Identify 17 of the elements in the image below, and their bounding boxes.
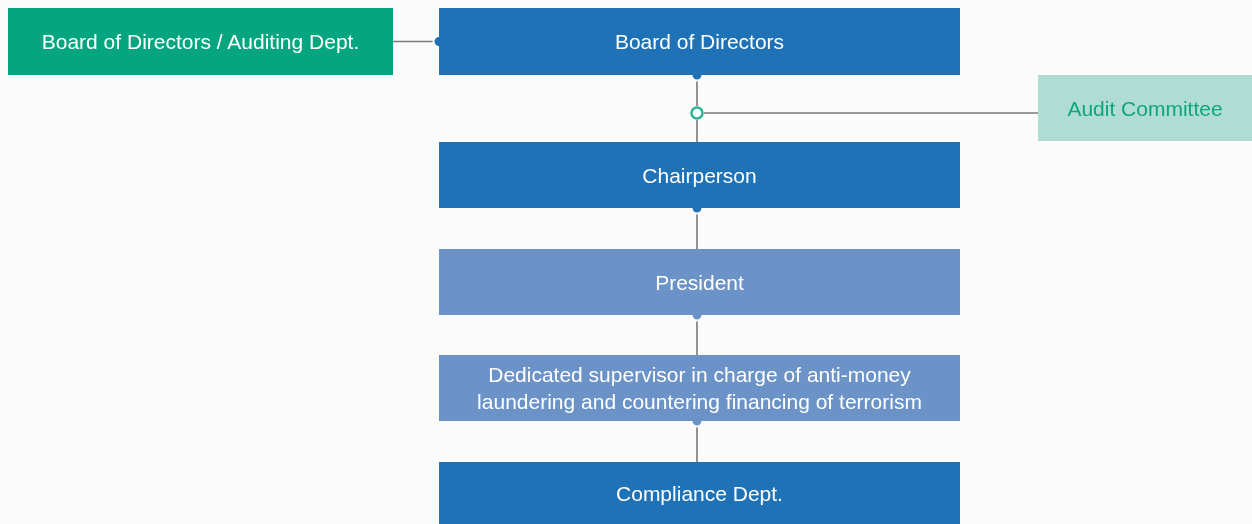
org-box <box>439 142 960 208</box>
org-box <box>439 462 960 524</box>
org-box <box>8 8 393 75</box>
org-box <box>439 249 960 315</box>
connector-line <box>696 119 698 143</box>
connector-line <box>703 112 1039 114</box>
box-label: Audit Committee <box>1067 95 1223 122</box>
box-label: President <box>655 269 744 296</box>
box-label: Board of Directors <box>614 29 785 55</box>
org-box <box>1038 75 1252 141</box>
box-label: Chairperson <box>642 162 757 189</box>
box-label: Board of Directors / Auditing Dept. <box>41 29 360 55</box>
box-label: Compliance Dept. <box>616 480 783 507</box>
box-label: Dedicated supervisor in charge of anti-money laundering and countering financing of terrorism <box>476 362 923 415</box>
org-box <box>439 355 960 421</box>
junction-circle <box>690 106 704 120</box>
org-box <box>439 8 960 75</box>
